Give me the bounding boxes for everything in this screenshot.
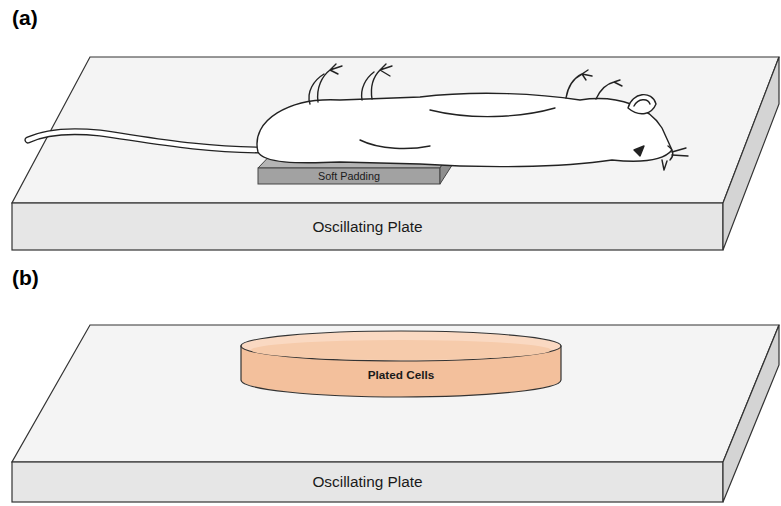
- panel-label: (a): [12, 6, 38, 30]
- node-label: Oscillating Plate: [12, 203, 723, 250]
- culture-dish: Plated Cells: [238, 328, 564, 400]
- oscillating-plate: Oscillating Plate Plated Cells: [0, 322, 781, 504]
- node-label: Oscillating Plate: [12, 462, 723, 502]
- panel-label: (b): [12, 266, 39, 290]
- node-label: Soft Padding: [258, 168, 440, 184]
- node-label: Plated Cells: [241, 364, 561, 384]
- culture-dish-outline: [238, 328, 564, 400]
